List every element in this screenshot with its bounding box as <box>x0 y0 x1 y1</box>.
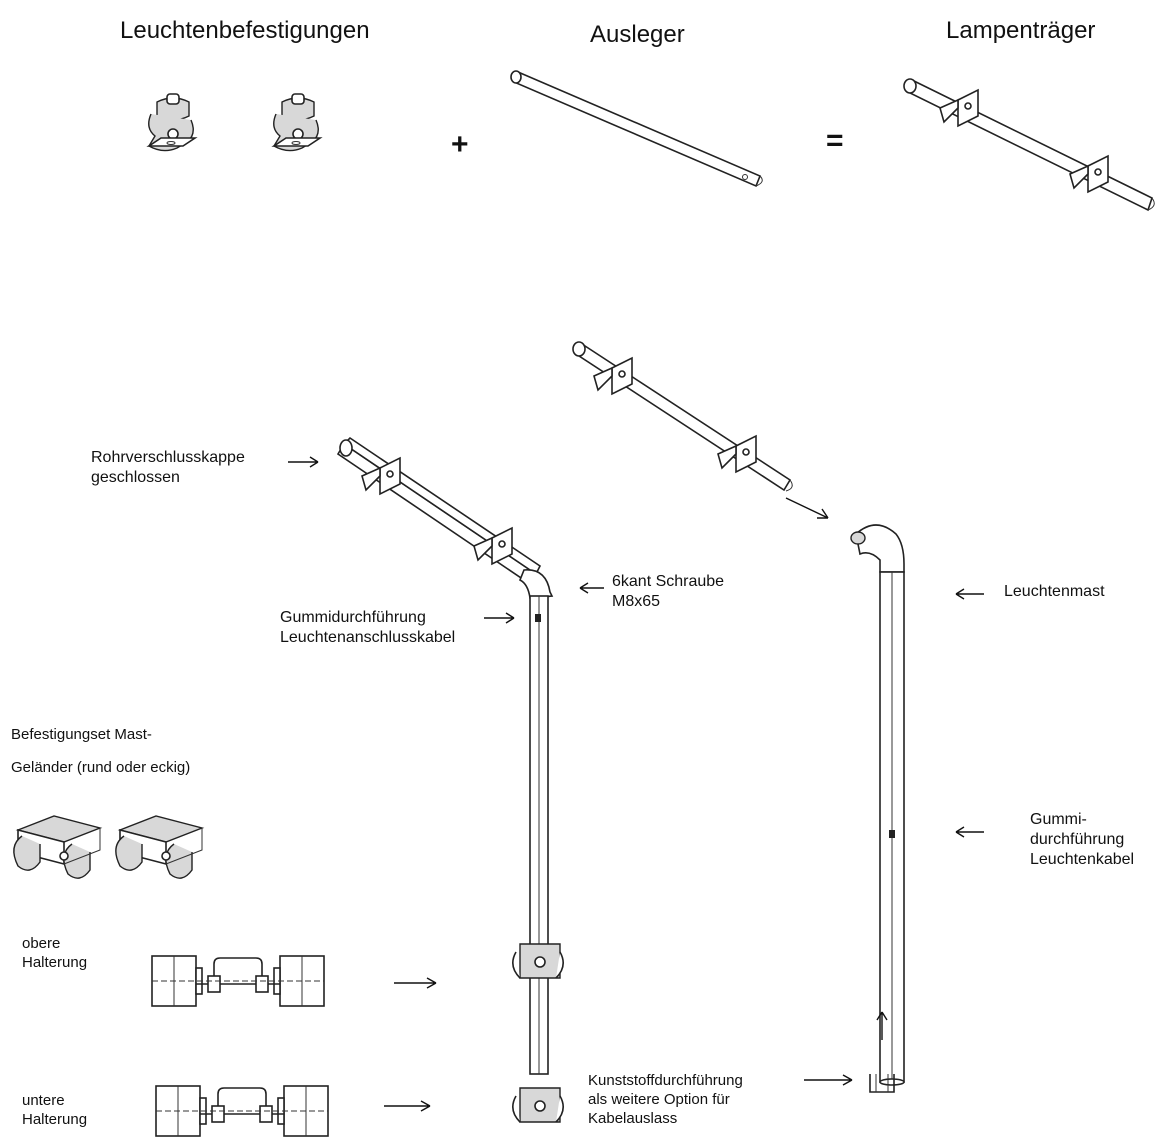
plus-sign: + <box>451 128 469 161</box>
carrier-assembly <box>903 78 1155 212</box>
arrow-up-grommet <box>876 1011 888 1040</box>
label-set: Befestigungset Mast-Geländer (rund oder … <box>11 726 191 776</box>
arrow-plastic <box>804 1074 853 1086</box>
fixture-clamp-left <box>147 93 196 152</box>
arrow-rubber <box>955 826 984 838</box>
fixture-clamp-right <box>272 93 321 152</box>
header-carrier: Lampenträger <box>946 17 1096 44</box>
equals-sign: = <box>826 124 844 157</box>
loose-carrier <box>572 341 793 492</box>
arrow-screw <box>579 582 604 594</box>
assembled-mast <box>336 436 564 1123</box>
mast-clamp-right <box>115 815 203 879</box>
arrow-upper-holder <box>394 977 437 989</box>
upper-holder <box>151 955 325 1007</box>
lamp-mast <box>850 524 905 1086</box>
header-fixtures: Leuchtenbefestigungen <box>120 17 370 44</box>
arrow-carrier-to-mast <box>785 497 829 519</box>
label-mast: Leuchtenmast <box>1004 583 1105 600</box>
arrow-grommet <box>484 612 515 624</box>
arrow-cap <box>288 456 319 468</box>
lower-holder <box>155 1085 329 1137</box>
arm-tube <box>510 70 763 188</box>
arrow-mast <box>955 588 984 600</box>
header-arm: Ausleger <box>590 21 685 48</box>
arrow-lower-holder <box>384 1100 431 1112</box>
mast-clamp-left <box>13 815 101 879</box>
plastic-grommet <box>869 1074 895 1093</box>
